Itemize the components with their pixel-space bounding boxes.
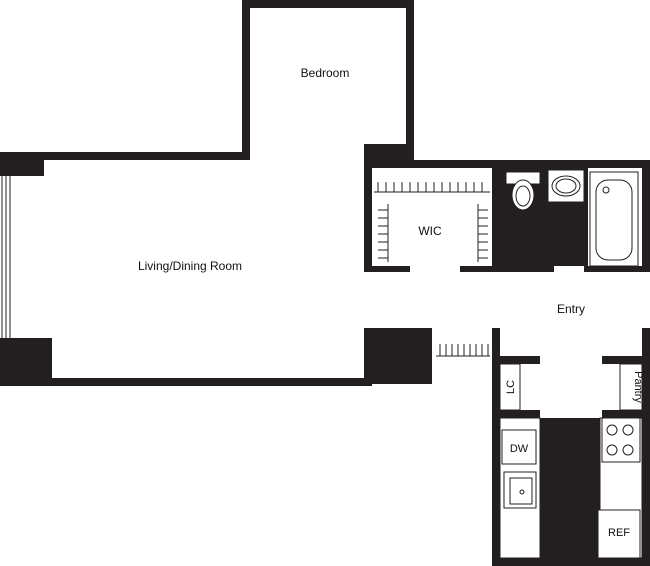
wic-wall-bottom-right — [460, 266, 500, 272]
toilet — [505, 171, 541, 211]
closet-shelving — [436, 344, 490, 357]
wic-wall-left — [364, 144, 372, 272]
bedroom-wall-top — [242, 0, 414, 8]
kitchen-wall-right — [642, 328, 650, 566]
bath-wall-bottom-right — [584, 266, 650, 272]
pantry-label: Pantry — [632, 371, 644, 403]
wic-bath-divider — [492, 168, 500, 272]
kitchen-wall-stub-right — [602, 356, 642, 364]
living-wall-bottom — [0, 378, 372, 386]
entry-label: Entry — [557, 302, 585, 316]
living-wall-top — [0, 152, 250, 160]
window — [1, 176, 11, 338]
dishwasher — [501, 429, 537, 465]
bathtub — [589, 171, 639, 267]
bath-wall-right — [642, 160, 650, 272]
kitchen-wall-bottom — [492, 558, 650, 566]
stove — [601, 417, 641, 463]
wic-label: WIC — [418, 224, 442, 238]
refrigerator — [597, 509, 641, 559]
bedroom-wall-right — [406, 0, 414, 164]
living-corner-block-top — [0, 152, 44, 176]
linen-closet — [499, 363, 521, 411]
wic-shelving — [374, 182, 490, 262]
kitchen-sink — [503, 471, 537, 509]
wic-wall-top — [364, 160, 650, 168]
wall-column — [364, 328, 432, 384]
wic-wall-bottom-left — [364, 266, 410, 272]
kitchen-floor — [540, 418, 600, 558]
dishwasher-label: DW — [510, 443, 529, 455]
bedroom-wall-left — [242, 0, 250, 160]
refrigerator-label: REF — [608, 527, 630, 539]
kitchen-wall-stub-left — [500, 356, 540, 364]
bedroom-label: Bedroom — [301, 66, 350, 80]
kitchen-wall-stub-right-low — [602, 410, 642, 418]
bath-wall-bottom-left — [500, 266, 554, 272]
linen-closet-label: LC — [505, 380, 517, 394]
kitchen-wall-stub-left-low — [500, 410, 540, 418]
kitchen-wall-left — [492, 328, 500, 566]
pantry-closet — [619, 363, 643, 411]
living-dining-label: Living/Dining Room — [138, 259, 242, 273]
bathroom-sink — [547, 169, 585, 203]
